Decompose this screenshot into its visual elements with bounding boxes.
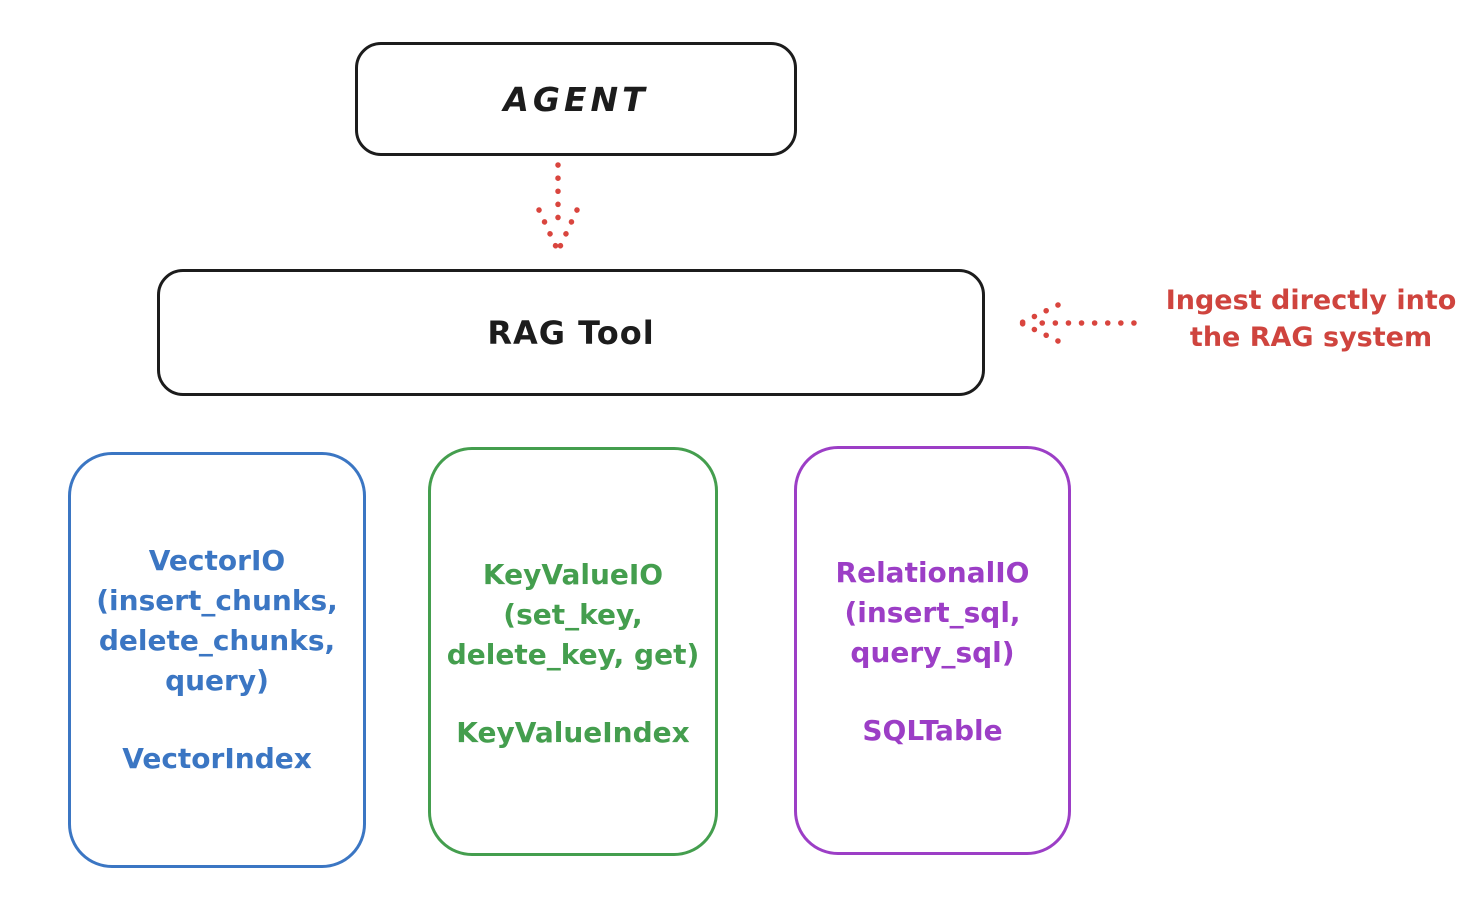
- keyvalue-io-methods-line: (set_key,: [503, 598, 643, 631]
- vector-io-title-line: VectorIO: [148, 544, 286, 577]
- ingest-annotation: Ingest directly into the RAG system: [1138, 282, 1484, 356]
- dotted-left-arrow-icon: [1018, 302, 1137, 344]
- relational-io-node: RelationalIO (insert_sql, query_sql) SQL…: [794, 446, 1071, 855]
- vector-io-methods-line: query): [165, 664, 269, 697]
- keyvalue-io-methods-line: delete_key, get): [446, 638, 700, 671]
- vector-index-label: VectorIndex: [122, 742, 312, 775]
- relational-io-title-line: RelationalIO: [835, 556, 1030, 589]
- relational-io-methods-line: (insert_sql,: [844, 596, 1021, 629]
- ingest-annotation-line1: Ingest directly into: [1165, 285, 1457, 316]
- rag-tool-node: RAG Tool: [157, 269, 985, 396]
- agent-node: AGENT: [355, 42, 797, 156]
- rag-tool-label: RAG Tool: [487, 313, 655, 352]
- agent-label: AGENT: [503, 79, 649, 119]
- keyvalue-io-title-line: KeyValueIO: [482, 558, 664, 591]
- keyvalue-io-node: KeyValueIO (set_key, delete_key, get) Ke…: [428, 447, 718, 856]
- sql-table-label: SQLTable: [862, 714, 1003, 747]
- keyvalue-index-label: KeyValueIndex: [456, 716, 690, 749]
- vector-io-node: VectorIO (insert_chunks, delete_chunks, …: [68, 452, 366, 868]
- vector-io-methods-line: delete_chunks,: [98, 624, 336, 657]
- dotted-down-arrow-icon: [536, 162, 580, 254]
- ingest-annotation-line2: the RAG system: [1189, 322, 1433, 353]
- relational-io-methods-line: query_sql): [850, 636, 1015, 669]
- vector-io-methods-line: (insert_chunks,: [96, 584, 338, 617]
